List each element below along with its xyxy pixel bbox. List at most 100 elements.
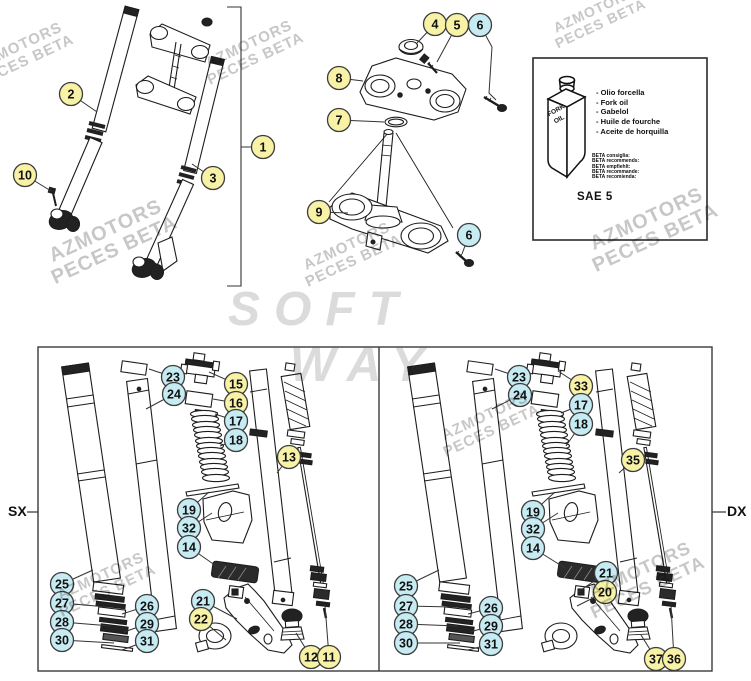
callout-2: 2: [58, 81, 84, 107]
svg-text:25: 25: [399, 579, 413, 593]
callout-35: 35: [620, 447, 646, 473]
text-line: - Olio forcella: [596, 88, 645, 97]
callout-15: 15: [223, 371, 249, 397]
svg-text:28: 28: [55, 615, 69, 629]
callout-37: 37: [643, 646, 669, 672]
callout-23: 23: [506, 364, 532, 390]
text-line: BETA recomienda:: [592, 174, 637, 181]
svg-text:29: 29: [484, 619, 498, 633]
svg-text:31: 31: [484, 637, 498, 651]
svg-text:14: 14: [526, 541, 540, 555]
svg-text:8: 8: [336, 71, 343, 85]
svg-text:18: 18: [229, 433, 243, 447]
callout-19: 19: [520, 499, 546, 525]
callout-20: 20: [592, 579, 618, 605]
callout-24: 24: [507, 382, 533, 408]
svg-text:23: 23: [512, 370, 526, 384]
text-line: BETA consiglia:: [592, 153, 630, 159]
cap-assembly: [179, 352, 221, 385]
fork-leg-right: [183, 55, 225, 175]
svg-text:7: 7: [336, 113, 343, 127]
damper-rod: [280, 362, 331, 619]
small-bolt: [418, 53, 438, 74]
dx-label: DX: [727, 503, 747, 519]
svg-text:31: 31: [140, 634, 154, 648]
callout-21: 21: [593, 560, 619, 586]
callout-17: 17: [568, 392, 594, 418]
outer-tube: [61, 362, 122, 583]
oil-grade: SAE 5: [577, 191, 613, 203]
exploded-view-box: [27, 346, 726, 672]
callout-6: 6: [456, 222, 482, 248]
callout-22: 22: [188, 606, 214, 632]
svg-text:17: 17: [574, 398, 588, 412]
svg-text:3: 3: [210, 171, 217, 185]
callout-25: 25: [393, 573, 419, 599]
svg-text:19: 19: [182, 503, 196, 517]
clamp-bolt: [483, 95, 508, 113]
callout-25: 25: [49, 571, 75, 597]
callout-13: 13: [276, 444, 302, 470]
callout-28: 28: [393, 611, 419, 637]
range-bracket: [227, 6, 242, 287]
bottle-label-oil: OIL: [553, 114, 566, 125]
callout-31: 31: [478, 631, 504, 657]
fork-leg-left: [91, 5, 140, 133]
piston-valve: [202, 490, 253, 544]
svg-text:26: 26: [484, 601, 498, 615]
seal-stack: [92, 581, 134, 652]
fork-spring: [189, 409, 231, 483]
steering-cap-nut: [398, 38, 424, 56]
callout-18: 18: [568, 411, 594, 437]
callout-30: 30: [49, 627, 75, 653]
svg-text:24: 24: [513, 388, 527, 402]
callout-4: 4: [422, 11, 448, 37]
svg-text:12: 12: [304, 650, 318, 664]
callout-14: 14: [176, 534, 202, 560]
steering-clamps: [328, 38, 508, 268]
svg-text:9: 9: [316, 205, 323, 219]
svg-text:10: 10: [18, 168, 32, 182]
callout-26: 26: [478, 595, 504, 621]
callout-12: 12: [298, 644, 324, 670]
text-line: - Fork oil: [596, 97, 629, 107]
preload-spacer: [184, 390, 214, 408]
fork-exploded-dx: [405, 350, 678, 655]
svg-text:4: 4: [432, 17, 439, 31]
svg-text:23: 23: [166, 370, 180, 384]
svg-text:6: 6: [466, 228, 473, 242]
svg-text:22: 22: [194, 612, 208, 626]
o-ring: [384, 116, 408, 128]
text-line: BETA recommends:: [592, 158, 640, 165]
svg-text:15: 15: [229, 377, 243, 391]
callout-8: 8: [326, 65, 352, 91]
svg-text:21: 21: [599, 566, 613, 580]
svg-text:35: 35: [626, 453, 640, 467]
svg-text:36: 36: [667, 652, 681, 666]
svg-text:29: 29: [140, 617, 154, 631]
inner-tube: [125, 377, 178, 633]
svg-text:32: 32: [182, 521, 196, 535]
callout-30: 30: [393, 630, 419, 656]
callout-24: 24: [161, 381, 187, 407]
svg-text:33: 33: [574, 379, 588, 393]
callout-5: 5: [444, 12, 470, 38]
clamp-bolt-lower: [455, 250, 475, 268]
svg-text:14: 14: [182, 540, 196, 554]
oil-spec-box: FORK OIL: [532, 57, 708, 241]
callout-17: 17: [223, 408, 249, 434]
callout-3: 3: [200, 165, 226, 191]
text-line: - Gabelol: [596, 107, 629, 117]
fork-assembly: [47, 5, 225, 281]
svg-text:5: 5: [454, 18, 461, 32]
callout-27: 27: [49, 590, 75, 616]
svg-text:26: 26: [140, 599, 154, 613]
callout-21: 21: [190, 588, 216, 614]
callout-18: 18: [223, 427, 249, 453]
callout-29: 29: [478, 613, 504, 639]
text-line: - Aceite de horquilla: [596, 126, 669, 136]
callout-7: 7: [326, 107, 352, 133]
